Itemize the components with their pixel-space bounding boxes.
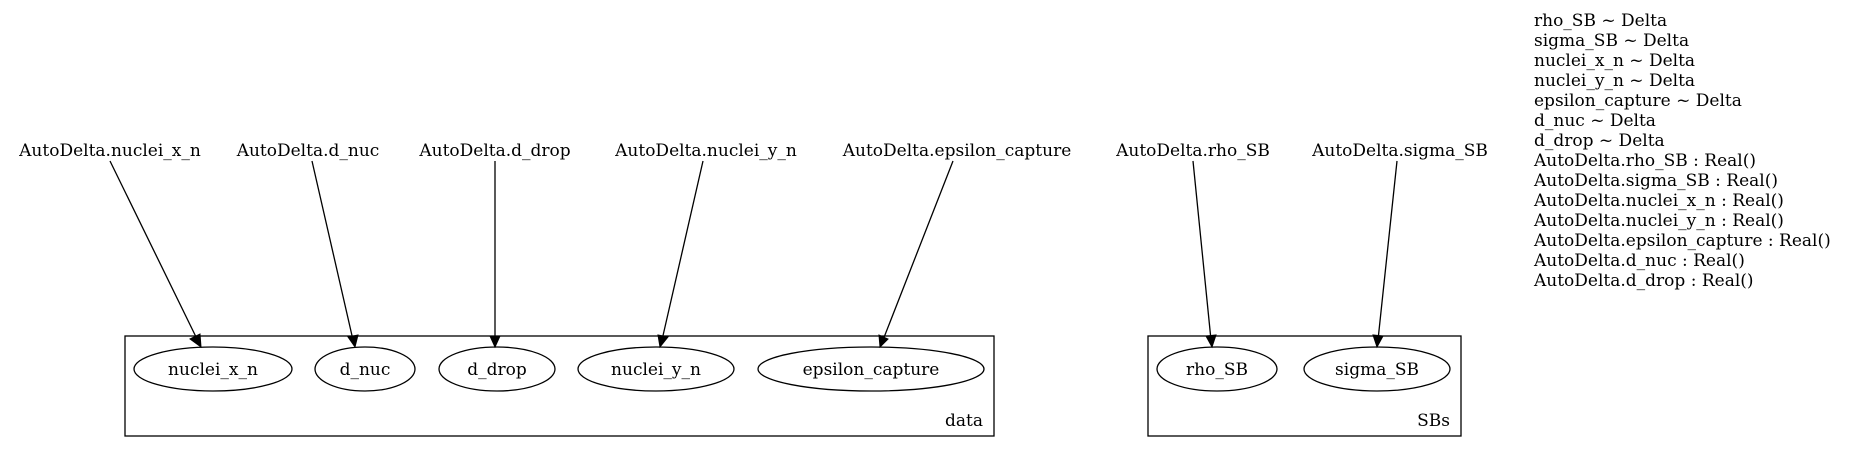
edge-rho-sb bbox=[1192, 160, 1212, 341]
distribution-list: rho_SB ~ Delta sigma_SB ~ Delta nuclei_x… bbox=[1533, 11, 1831, 291]
edge-epsilon-capture bbox=[882, 160, 954, 341]
source-d-drop: AutoDelta.d_drop bbox=[418, 141, 570, 161]
node-epsilon-capture-label: epsilon_capture bbox=[803, 360, 940, 380]
distribution-line: AutoDelta.nuclei_x_n : Real() bbox=[1533, 191, 1784, 211]
arrowhead-d-nuc bbox=[347, 334, 359, 349]
source-nuclei-y-n: AutoDelta.nuclei_y_n bbox=[614, 141, 797, 161]
plate-sbs-label: SBs bbox=[1417, 411, 1450, 431]
edge-d-nuc bbox=[311, 160, 354, 341]
node-rho-sb-label: rho_SB bbox=[1186, 360, 1248, 380]
edge-sigma-sb bbox=[1377, 160, 1398, 341]
distribution-line: AutoDelta.epsilon_capture : Real() bbox=[1533, 231, 1831, 251]
edge-nuclei-y-n bbox=[661, 160, 704, 341]
distribution-line: AutoDelta.d_drop : Real() bbox=[1533, 271, 1754, 291]
distribution-line: sigma_SB ~ Delta bbox=[1534, 31, 1689, 51]
node-nuclei-y-n-label: nuclei_y_n bbox=[611, 360, 701, 380]
distribution-line: nuclei_y_n ~ Delta bbox=[1534, 71, 1695, 91]
source-epsilon-capture: AutoDelta.epsilon_capture bbox=[842, 141, 1072, 161]
arrowhead-d-drop bbox=[489, 335, 501, 349]
plate-sbs-frame bbox=[1147, 335, 1462, 437]
node-epsilon-capture bbox=[757, 346, 985, 392]
node-sigma-sb bbox=[1303, 346, 1451, 392]
arrowhead-rho-sb bbox=[1205, 334, 1217, 349]
plate-data-frame bbox=[124, 335, 995, 437]
distribution-line: d_drop ~ Delta bbox=[1534, 131, 1665, 151]
node-nuclei-x-n-label: nuclei_x_n bbox=[168, 360, 258, 380]
distribution-line: AutoDelta.sigma_SB : Real() bbox=[1533, 171, 1778, 191]
edge-nuclei-x-n bbox=[109, 160, 199, 342]
edges bbox=[109, 160, 1398, 349]
node-nuclei-y-n bbox=[577, 346, 735, 392]
source-d-nuc: AutoDelta.d_nuc bbox=[236, 141, 380, 161]
node-d-drop-label: d_drop bbox=[467, 360, 527, 380]
plate-data: data nuclei_x_n d_nuc d_drop nuclei_y_n … bbox=[124, 335, 995, 437]
node-d-nuc bbox=[314, 346, 416, 392]
distribution-line: AutoDelta.nuclei_y_n : Real() bbox=[1533, 211, 1784, 231]
plate-sbs: SBs rho_SB sigma_SB bbox=[1147, 335, 1462, 437]
distribution-line: epsilon_capture ~ Delta bbox=[1534, 91, 1742, 111]
distribution-line: d_nuc ~ Delta bbox=[1534, 111, 1656, 131]
distribution-line: AutoDelta.d_nuc : Real() bbox=[1533, 251, 1745, 271]
source-labels: AutoDelta.nuclei_x_n AutoDelta.d_nuc Aut… bbox=[18, 141, 1488, 161]
distribution-line: nuclei_x_n ~ Delta bbox=[1534, 51, 1695, 71]
node-rho-sb bbox=[1156, 346, 1278, 392]
arrowhead-sigma-sb bbox=[1372, 334, 1384, 349]
node-nuclei-x-n bbox=[133, 346, 293, 392]
distribution-line: rho_SB ~ Delta bbox=[1534, 11, 1667, 31]
node-d-nuc-label: d_nuc bbox=[340, 360, 391, 380]
arrowhead-nuclei-y-n bbox=[657, 334, 669, 349]
source-sigma-sb: AutoDelta.sigma_SB bbox=[1311, 141, 1488, 161]
source-nuclei-x-n: AutoDelta.nuclei_x_n bbox=[18, 141, 201, 161]
node-d-drop bbox=[438, 346, 556, 392]
node-sigma-sb-label: sigma_SB bbox=[1335, 360, 1419, 380]
source-rho-sb: AutoDelta.rho_SB bbox=[1115, 141, 1270, 161]
distribution-line: AutoDelta.rho_SB : Real() bbox=[1533, 151, 1756, 171]
arrowhead-epsilon-capture bbox=[878, 334, 889, 349]
plate-data-label: data bbox=[945, 411, 983, 431]
